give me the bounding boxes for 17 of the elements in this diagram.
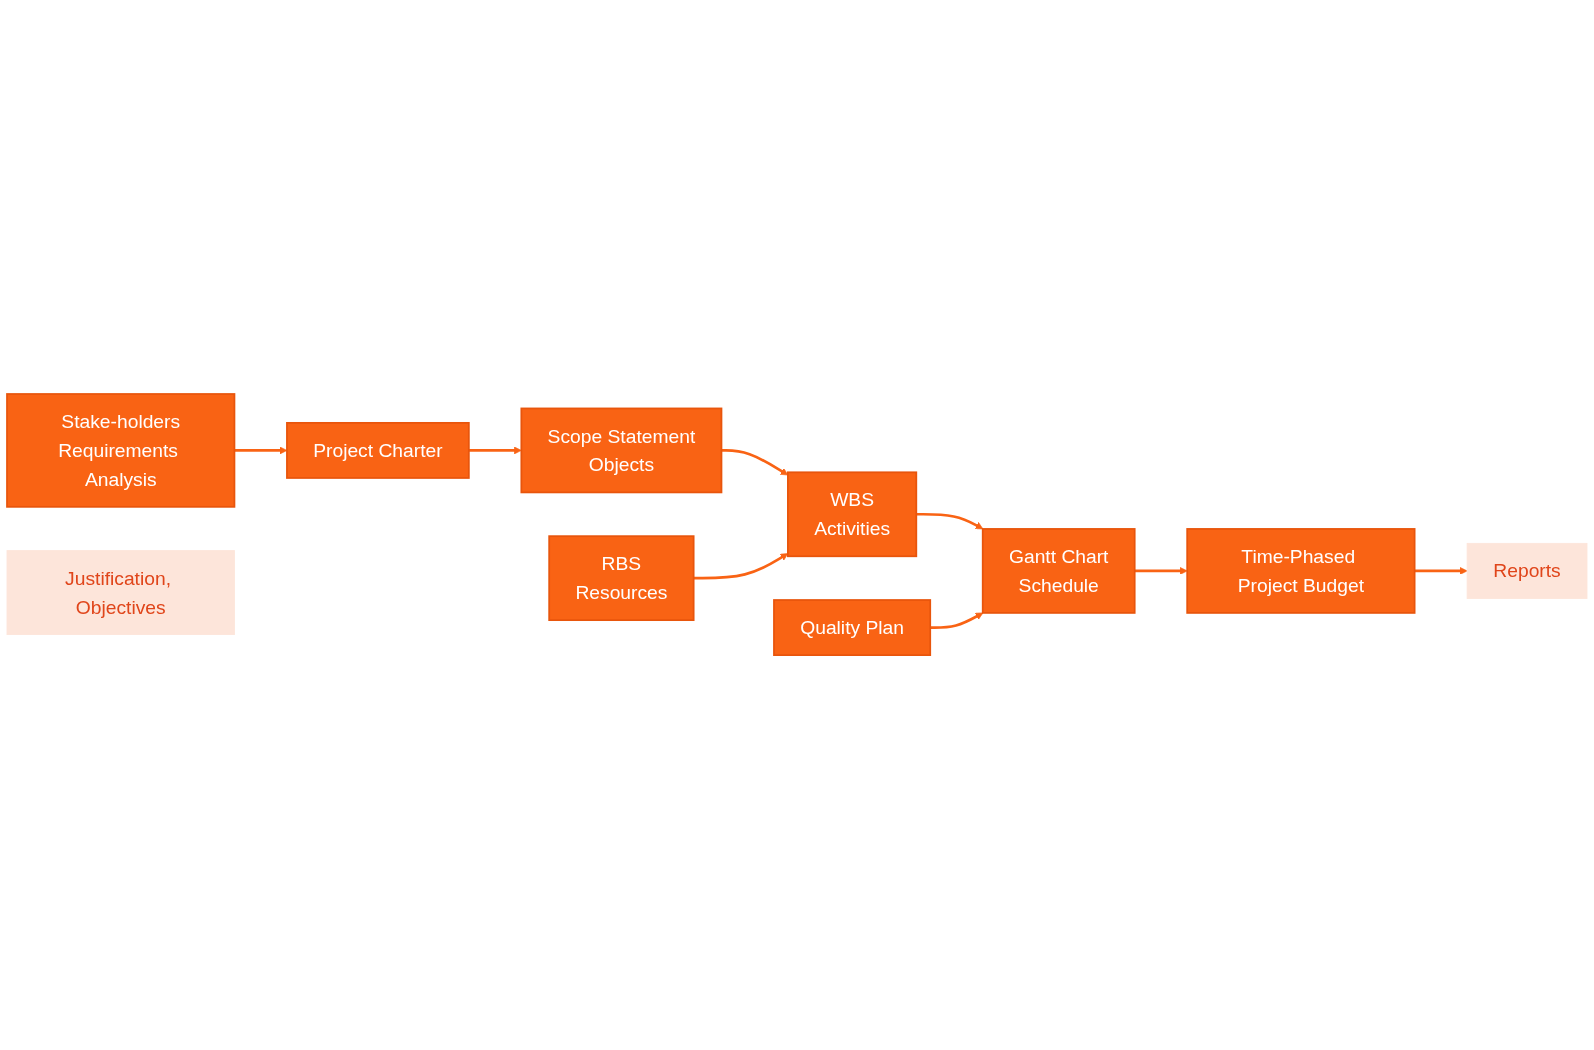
node-box: RBS Resources (548, 535, 695, 622)
node-box: Reports (1466, 543, 1588, 600)
node-box: Justification, Objectives (6, 550, 235, 636)
node-box: Scope Statement Objects (520, 408, 723, 494)
arrow (721, 449, 789, 476)
arrow (1414, 567, 1468, 576)
node-box: Time-Phased Project Budget (1186, 528, 1416, 615)
arrow (468, 447, 522, 455)
node-box: Stake-holders Requirements Analysis (6, 393, 236, 509)
node-box: WBS Activities (787, 471, 918, 558)
arrow (1134, 567, 1188, 576)
node-box: Quality Plan (773, 599, 932, 657)
arrow (916, 513, 984, 530)
arrow (930, 613, 984, 630)
arrow (693, 553, 789, 580)
node-box: Gantt Chart Schedule (981, 528, 1136, 615)
node-box: Project Charter (286, 422, 470, 480)
